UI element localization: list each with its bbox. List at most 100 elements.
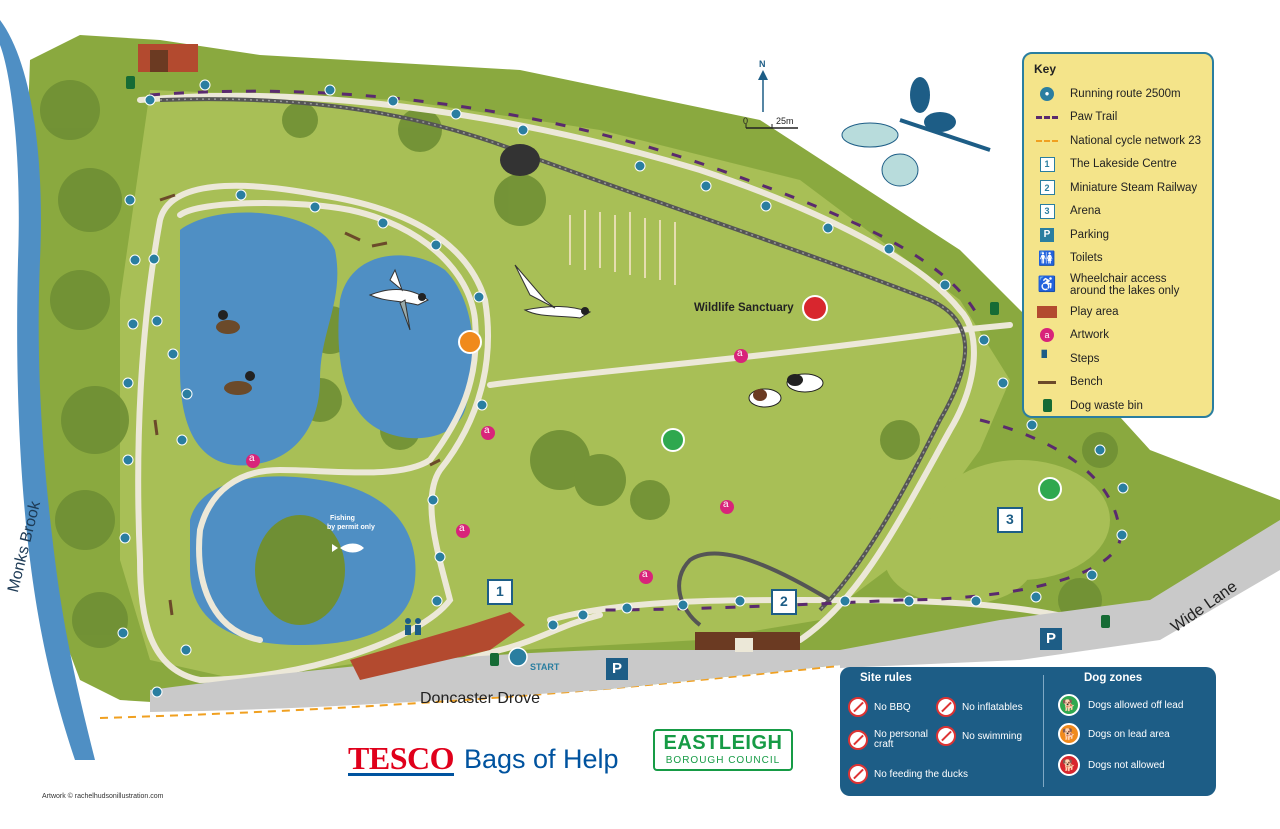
running-route-icon: ● bbox=[1040, 86, 1054, 101]
no-bbq-icon bbox=[848, 697, 868, 717]
dog-zone-off-lead: 🐕Dogs allowed off lead bbox=[1058, 694, 1183, 716]
railway-tunnel bbox=[500, 144, 540, 176]
artwork-letter: a bbox=[249, 453, 255, 464]
toilets-icon: 🚻 bbox=[1038, 249, 1056, 266]
dog-zone-not-allowed: 🐕Dogs not allowed bbox=[1058, 754, 1165, 776]
fishing-permit-label: by permit only bbox=[327, 524, 375, 531]
dog-waste-bin-marker bbox=[1101, 615, 1110, 628]
key-item-toilets: 🚻Toilets bbox=[1034, 247, 1202, 271]
artwork-marker bbox=[481, 426, 495, 440]
bench-icon bbox=[1038, 380, 1056, 384]
number-2-icon: 2 bbox=[1039, 180, 1055, 196]
key-item-paw-trail: Paw Trail bbox=[1034, 106, 1202, 130]
no-personal-craft-icon bbox=[848, 730, 868, 750]
cows-illustration bbox=[748, 373, 824, 408]
artwork-letter: a bbox=[723, 499, 729, 510]
rules-divider bbox=[1043, 675, 1044, 787]
artwork-credit: Artwork © rachelhudsonillustration.com bbox=[42, 793, 164, 800]
rule-no-feeding-ducks: No feeding the ducks bbox=[848, 764, 968, 784]
site-rules-panel: Site rules Dog zones No BBQ No inflatabl… bbox=[840, 667, 1216, 796]
artwork-marker bbox=[456, 524, 470, 538]
wildlife-sanctuary-label: Wildlife Sanctuary bbox=[694, 302, 794, 314]
map-key: Key ●Running route 2500m Paw Trail Natio… bbox=[1022, 52, 1214, 418]
play-area-icon bbox=[1037, 305, 1057, 318]
north-arrow bbox=[758, 70, 768, 112]
no-swimming-icon bbox=[936, 726, 956, 746]
no-feeding-ducks-icon bbox=[848, 764, 868, 784]
key-item-play-area: Play area bbox=[1034, 300, 1202, 324]
lakeside-number: 1 bbox=[496, 583, 504, 599]
fishing-label: Fishing bbox=[330, 515, 355, 522]
scale-zero-label: 0 bbox=[743, 116, 749, 126]
artwork-marker bbox=[734, 349, 748, 363]
number-box-3 bbox=[997, 507, 1023, 533]
parking-marker bbox=[1040, 628, 1062, 650]
key-item-bench: Bench bbox=[1034, 371, 1202, 395]
parking-letter: P bbox=[612, 660, 623, 677]
monks-brook-river bbox=[0, 20, 95, 760]
eastleigh-logo: EASTLEIGH BOROUGH COUNCIL bbox=[653, 729, 793, 771]
arena-number: 3 bbox=[1006, 511, 1014, 527]
wheelchair-icon: ♿ bbox=[1037, 276, 1057, 293]
dog-waste-bin-marker bbox=[490, 653, 499, 666]
number-box-2 bbox=[771, 589, 797, 615]
dog-zone-not-allowed-marker bbox=[802, 295, 828, 321]
parking-letter: P bbox=[1046, 630, 1057, 647]
artwork-letter: a bbox=[484, 425, 490, 436]
steps-icon: ▘ bbox=[1041, 350, 1053, 367]
rule-no-inflatables: No inflatables bbox=[936, 697, 1023, 717]
no-inflatables-icon bbox=[936, 697, 956, 717]
tesco-logo: TESCO Bags of Help bbox=[348, 739, 619, 776]
artwork-letter: a bbox=[737, 348, 743, 359]
site-rules-title: Site rules bbox=[860, 672, 912, 684]
dog-off-lead-icon: 🐕 bbox=[1058, 694, 1080, 716]
artwork-marker bbox=[639, 570, 653, 584]
dog-zone-on-lead-marker bbox=[458, 330, 482, 354]
key-title: Key bbox=[1034, 62, 1057, 76]
key-item-dog-waste-bin: Dog waste bin bbox=[1034, 394, 1202, 418]
dog-zones-title: Dog zones bbox=[1084, 672, 1143, 684]
path-lakes-loop bbox=[135, 182, 491, 684]
dog-waste-bin-marker bbox=[990, 302, 999, 315]
start-marker bbox=[508, 647, 528, 667]
scale-dist-label: 25m bbox=[776, 116, 794, 126]
parking-marker bbox=[606, 658, 628, 680]
lakeside-centre-building bbox=[350, 612, 525, 680]
key-item-cycle-network: National cycle network 23 bbox=[1034, 129, 1202, 153]
paw-trail-line-icon bbox=[1036, 115, 1058, 119]
key-item-running-route: ●Running route 2500m bbox=[1034, 82, 1202, 106]
dog-waste-bin-icon bbox=[1042, 399, 1052, 413]
grebe-illustration bbox=[216, 310, 255, 395]
scale-bar bbox=[745, 124, 798, 129]
dog-waste-bin-marker bbox=[126, 76, 135, 89]
railway-number: 2 bbox=[780, 593, 788, 609]
fish-icon bbox=[332, 543, 364, 553]
number-3-icon: 3 bbox=[1039, 203, 1055, 219]
artwork-marker bbox=[720, 500, 734, 514]
lake-northeast bbox=[338, 255, 474, 439]
number-1-icon: 1 bbox=[1039, 156, 1055, 172]
dog-zone-on-lead: 🐕Dogs on lead area bbox=[1058, 723, 1170, 745]
dog-not-allowed-icon: 🐕 bbox=[1058, 754, 1080, 776]
parking-icon: P bbox=[1040, 227, 1054, 242]
doncaster-drove-road bbox=[150, 650, 840, 712]
gull-illustration bbox=[514, 264, 592, 319]
lake-island bbox=[255, 515, 345, 625]
dragonfly-illustration bbox=[841, 77, 991, 187]
dog-zone-off-lead-marker bbox=[661, 428, 685, 452]
number-box-1 bbox=[487, 579, 513, 605]
toilets-marker bbox=[405, 618, 421, 635]
rule-no-bbq: No BBQ bbox=[848, 697, 911, 717]
dog-on-lead-icon: 🐕 bbox=[1058, 723, 1080, 745]
artwork-marker bbox=[246, 454, 260, 468]
cycle-network-line-icon bbox=[1036, 139, 1058, 142]
start-label: START bbox=[530, 662, 560, 672]
wide-lane-road bbox=[840, 520, 1280, 668]
dog-zone-off-lead-marker bbox=[1038, 477, 1062, 501]
key-item-steps: ▘Steps bbox=[1034, 347, 1202, 371]
